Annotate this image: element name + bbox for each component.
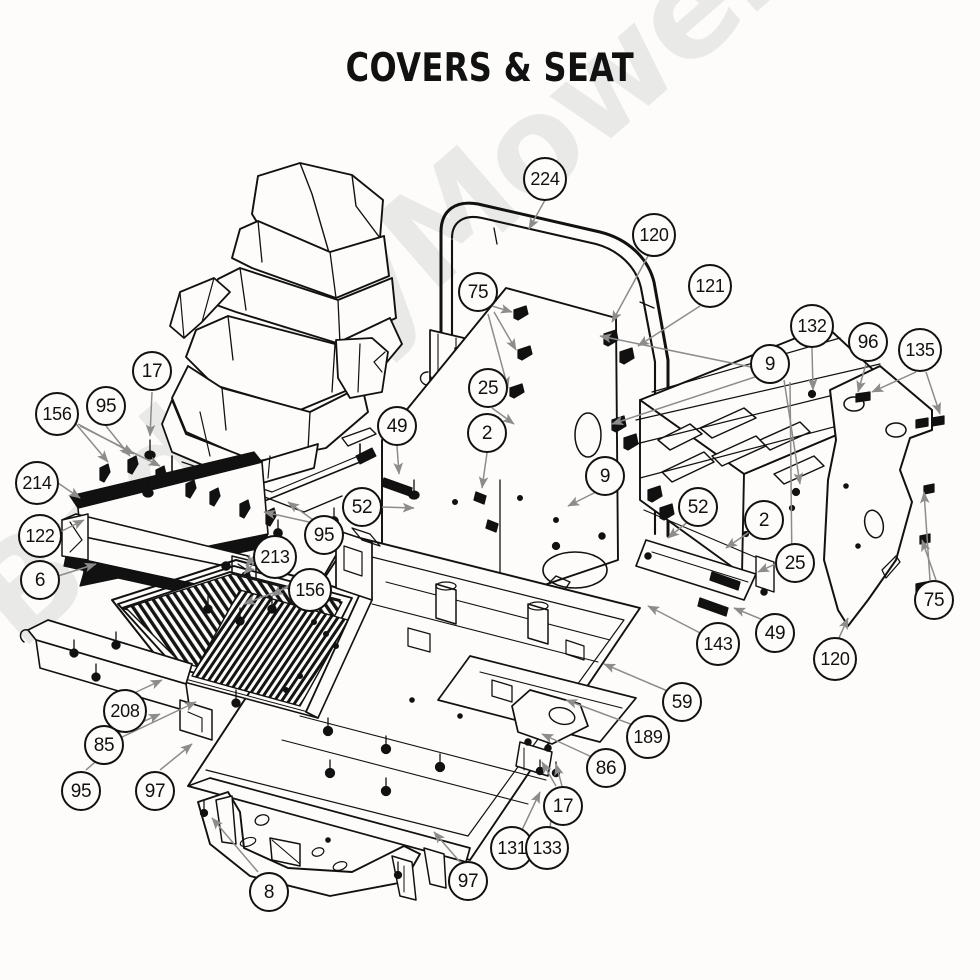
callout-6[interactable]: 6 bbox=[20, 560, 60, 600]
callout-189[interactable]: 189 bbox=[626, 715, 670, 759]
page-title: COVERS & SEAT bbox=[0, 46, 980, 91]
callout-49a[interactable]: 49 bbox=[377, 406, 417, 446]
floor-grille-mat bbox=[19, 559, 373, 741]
callout-2a[interactable]: 2 bbox=[467, 413, 507, 453]
callout-97a[interactable]: 97 bbox=[135, 771, 175, 811]
callout-9a[interactable]: 9 bbox=[750, 344, 790, 384]
callout-120a[interactable]: 120 bbox=[632, 213, 676, 257]
callout-135[interactable]: 135 bbox=[898, 328, 942, 372]
callout-2b[interactable]: 2 bbox=[744, 500, 784, 540]
callout-52b[interactable]: 52 bbox=[678, 487, 718, 527]
callout-8[interactable]: 8 bbox=[249, 872, 289, 912]
callout-95a[interactable]: 95 bbox=[86, 386, 126, 426]
callout-214[interactable]: 214 bbox=[15, 461, 59, 505]
callout-86[interactable]: 86 bbox=[586, 748, 626, 788]
callout-132[interactable]: 132 bbox=[790, 304, 834, 348]
callout-122[interactable]: 122 bbox=[18, 514, 62, 558]
callout-59[interactable]: 59 bbox=[662, 682, 702, 722]
callout-96[interactable]: 96 bbox=[848, 322, 888, 362]
callout-17a[interactable]: 17 bbox=[132, 351, 172, 391]
callout-143[interactable]: 143 bbox=[696, 622, 740, 666]
callout-25a[interactable]: 25 bbox=[468, 368, 508, 408]
callout-121[interactable]: 121 bbox=[688, 264, 732, 308]
seat-assembly bbox=[161, 162, 403, 513]
left-rear-bracket bbox=[335, 527, 381, 601]
callout-95c[interactable]: 95 bbox=[61, 771, 101, 811]
callout-97b[interactable]: 97 bbox=[448, 861, 488, 901]
callout-95b[interactable]: 95 bbox=[304, 515, 344, 555]
callout-49b[interactable]: 49 bbox=[755, 613, 795, 653]
leader-lines bbox=[57, 199, 941, 873]
callout-9b[interactable]: 9 bbox=[585, 456, 625, 496]
callout-133[interactable]: 133 bbox=[525, 826, 569, 870]
callout-156a[interactable]: 156 bbox=[35, 392, 79, 436]
callout-52a[interactable]: 52 bbox=[342, 487, 382, 527]
callout-156b[interactable]: 156 bbox=[288, 568, 332, 612]
fasteners bbox=[69, 305, 945, 880]
callout-213[interactable]: 213 bbox=[253, 535, 297, 579]
page-title-text: COVERS & SEAT bbox=[345, 46, 635, 91]
callout-120b[interactable]: 120 bbox=[813, 637, 857, 681]
callout-85[interactable]: 85 bbox=[84, 725, 124, 765]
callout-17b[interactable]: 17 bbox=[543, 786, 583, 826]
callout-25b[interactable]: 25 bbox=[775, 543, 815, 583]
callout-75a[interactable]: 75 bbox=[458, 272, 498, 312]
callout-75b[interactable]: 75 bbox=[914, 580, 954, 620]
callout-224[interactable]: 224 bbox=[523, 157, 567, 201]
